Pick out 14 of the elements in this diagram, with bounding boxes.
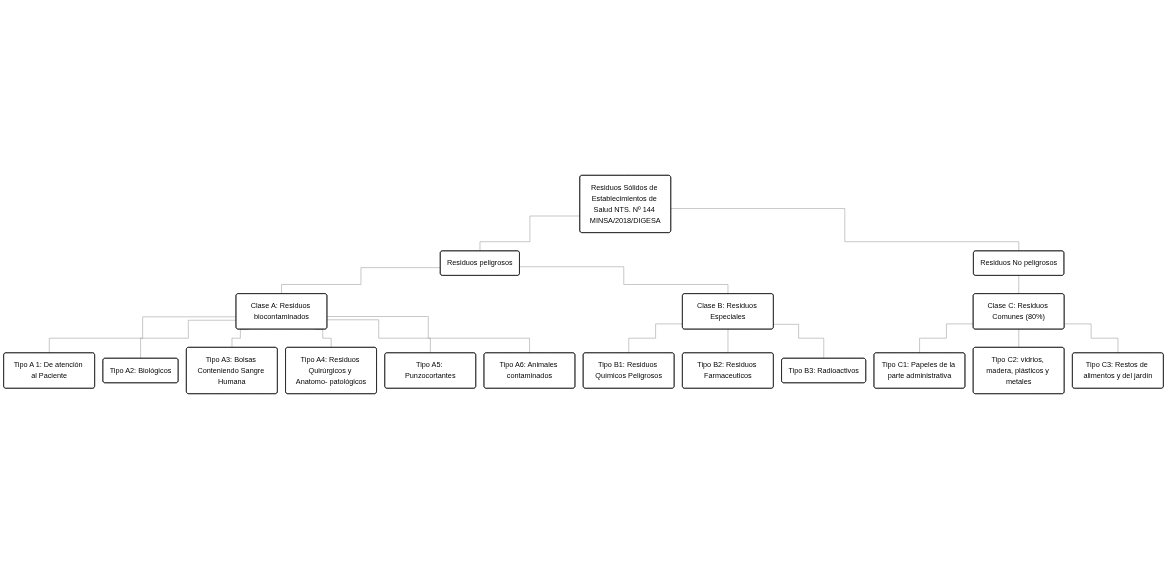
connector: [1018, 275, 1020, 295]
connector: [773, 324, 825, 359]
connector: [49, 316, 237, 354]
connector: [919, 323, 974, 354]
connector: [519, 266, 729, 295]
connector: [1064, 323, 1119, 354]
connector: [1018, 329, 1020, 348]
connector: [628, 323, 683, 354]
connector: [326, 319, 431, 354]
connector: [281, 267, 441, 295]
connector: [326, 316, 530, 354]
connector: [479, 215, 581, 252]
connector: [140, 319, 237, 359]
connector: [670, 208, 1020, 252]
